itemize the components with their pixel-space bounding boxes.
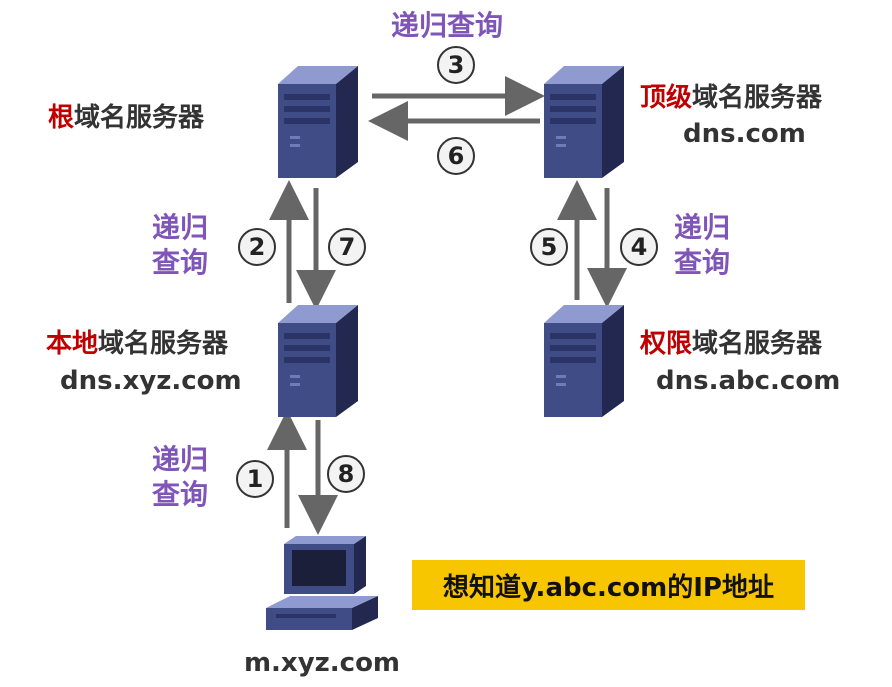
query-goal-note: 想知道y.abc.com的IP地址 — [412, 560, 805, 610]
step-7-badge: 7 — [328, 228, 366, 266]
tld-server-icon — [544, 66, 624, 178]
auth-server-label: 权限域名服务器 — [640, 329, 823, 359]
step-6-badge: 6 — [437, 137, 475, 175]
client-domain: m.xyz.com — [243, 648, 401, 678]
step-1-badge: 1 — [236, 460, 274, 498]
step-3-badge: 3 — [437, 46, 475, 84]
local-server-label: 本地域名服务器 — [46, 329, 229, 359]
step-4-badge: 4 — [620, 228, 658, 266]
query-label-right-mid: 递归查询 — [674, 211, 731, 279]
local-server-domain: dns.xyz.com — [60, 366, 242, 396]
step-2-badge: 2 — [238, 228, 276, 266]
query-label-top: 递归查询 — [391, 9, 504, 42]
auth-server-icon — [544, 305, 624, 417]
tld-server-label: 顶级域名服务器 — [640, 83, 823, 113]
query-label-left-bottom: 递归查询 — [152, 443, 209, 511]
root-server-label: 根域名服务器 — [48, 103, 205, 133]
auth-server-domain: dns.abc.com — [656, 366, 841, 396]
root-server-icon — [278, 66, 358, 178]
step-5-badge: 5 — [530, 228, 568, 266]
step-8-badge: 8 — [327, 455, 365, 493]
query-label-left-mid: 递归查询 — [152, 211, 209, 279]
local-server-icon — [278, 305, 358, 417]
client-computer-icon — [266, 536, 378, 630]
tld-server-domain: dns.com — [683, 119, 806, 149]
